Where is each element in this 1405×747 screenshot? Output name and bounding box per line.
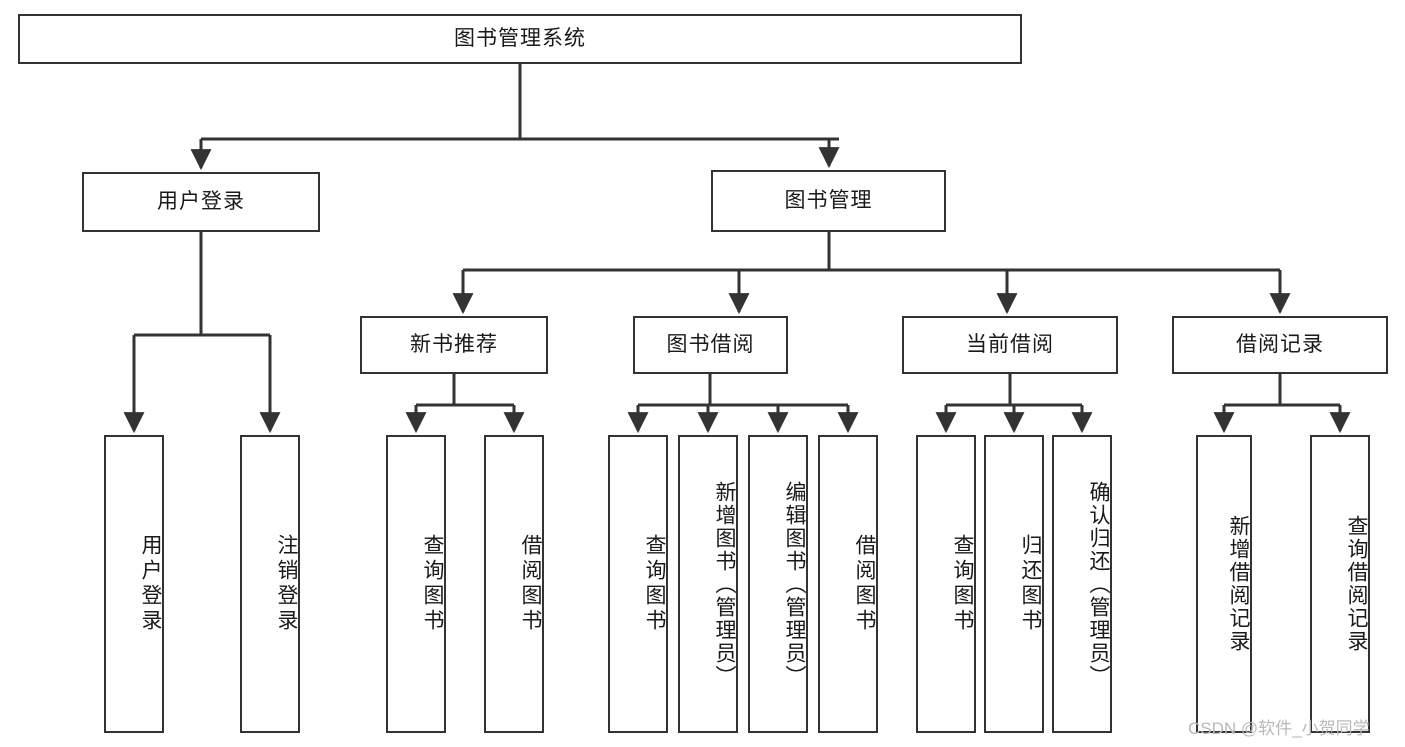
node-new-book-recommend[interactable]: 新书推荐 [360,316,548,374]
node-leaf-borrow-book-2[interactable]: 借阅图书 [818,435,878,733]
node-leaf-add-book[interactable]: 新增图书（管理员） [678,435,738,733]
node-user-login[interactable]: 用户登录 [82,172,320,232]
watermark: CSDN @软件_小贺同学 [1188,719,1370,738]
node-leaf-query-book-2[interactable]: 查询图书 [608,435,668,733]
node-leaf-return-book[interactable]: 归还图书 [984,435,1044,733]
node-book-borrow[interactable]: 图书借阅 [633,316,788,374]
node-leaf-query-borrow-record[interactable]: 查询借阅记录 [1310,435,1370,733]
node-leaf-user-logout[interactable]: 注销登录 [240,435,300,733]
node-root[interactable]: 图书管理系统 [18,14,1022,64]
node-leaf-query-book-1[interactable]: 查询图书 [386,435,446,733]
node-leaf-user-login[interactable]: 用户登录 [104,435,164,733]
node-leaf-confirm-return[interactable]: 确认归还（管理员） [1052,435,1112,733]
node-current-borrow[interactable]: 当前借阅 [902,316,1118,374]
node-borrow-record[interactable]: 借阅记录 [1172,316,1388,374]
node-leaf-edit-book[interactable]: 编辑图书（管理员） [748,435,808,733]
node-leaf-query-book-3[interactable]: 查询图书 [916,435,976,733]
node-leaf-borrow-book-1[interactable]: 借阅图书 [484,435,544,733]
node-leaf-add-borrow-record[interactable]: 新增借阅记录 [1196,435,1252,733]
node-book-manage[interactable]: 图书管理 [711,170,946,232]
